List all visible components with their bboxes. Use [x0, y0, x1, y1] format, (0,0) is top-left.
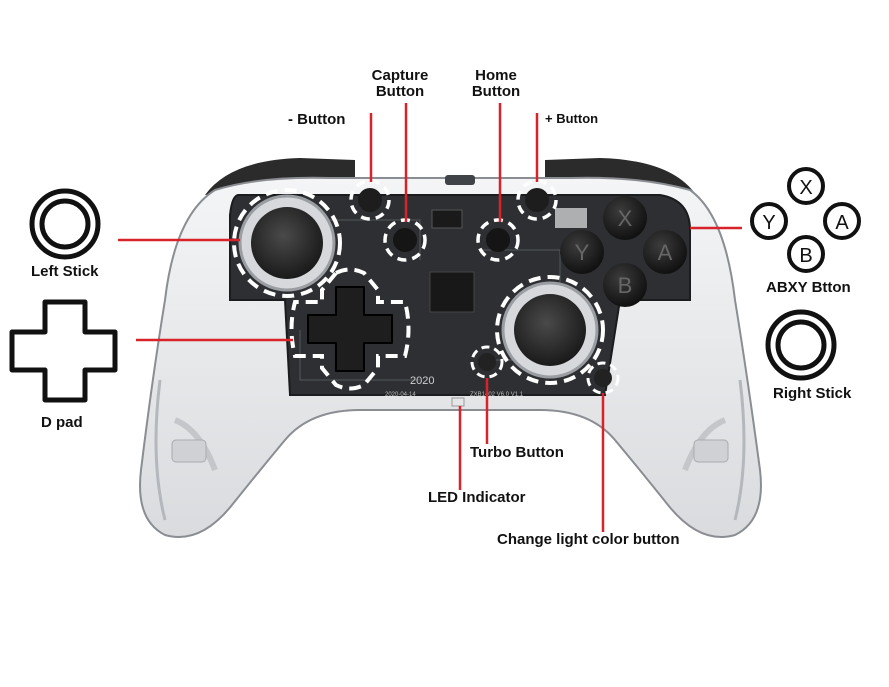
face-button-y: Y [560, 230, 604, 274]
abxy-icon-y: Y [762, 212, 775, 234]
turbo-button-graphic [470, 345, 504, 379]
d-pad-label: D pad [41, 414, 83, 431]
d-pad [289, 267, 411, 391]
abxy-icon-a: A [835, 212, 849, 234]
face-button-x: X [603, 196, 647, 240]
face-button-a: A [643, 230, 687, 274]
plus-button-label: + Button [545, 111, 599, 126]
right-stick-icon [765, 309, 837, 381]
svg-text:B: B [618, 273, 633, 298]
plus-button-graphic [516, 179, 558, 221]
turbo-button-label: Turbo Button [470, 444, 564, 461]
board-date-text: 2020-04-14 [385, 392, 416, 398]
home-button-graphic [476, 218, 520, 262]
left-stick-icon [29, 188, 101, 260]
board-year-text: 2020 [410, 375, 434, 387]
board-code-text: ZXB1402 V6.0 V1.1 [470, 392, 524, 398]
led-indicator-graphic [451, 397, 465, 407]
home-button-label: Home Button [471, 67, 521, 100]
left-stick [232, 188, 342, 298]
callout-lines [118, 103, 742, 532]
right-stick [495, 275, 605, 385]
right-stick-label: Right Stick [773, 385, 852, 402]
led-indicator-label: LED Indicator [428, 489, 526, 506]
svg-text:X: X [618, 206, 633, 231]
change-light-label: Change light color button [497, 531, 680, 548]
abxy-icon-b: B [799, 245, 812, 267]
face-button-b: B [603, 263, 647, 307]
minus-button-graphic [349, 179, 391, 221]
abxy-icon [750, 167, 861, 273]
abxy-label: ABXY Btton [766, 279, 851, 296]
d-pad-icon [9, 299, 118, 403]
change-light-button-graphic [586, 361, 620, 395]
left-stick-label: Left Stick [31, 263, 99, 280]
svg-text:Y: Y [575, 240, 590, 265]
capture-button-label: Capture Button [371, 67, 429, 100]
abxy-icon-x: X [799, 177, 812, 199]
minus-button-label: - Button [288, 111, 346, 128]
svg-text:A: A [658, 240, 673, 265]
